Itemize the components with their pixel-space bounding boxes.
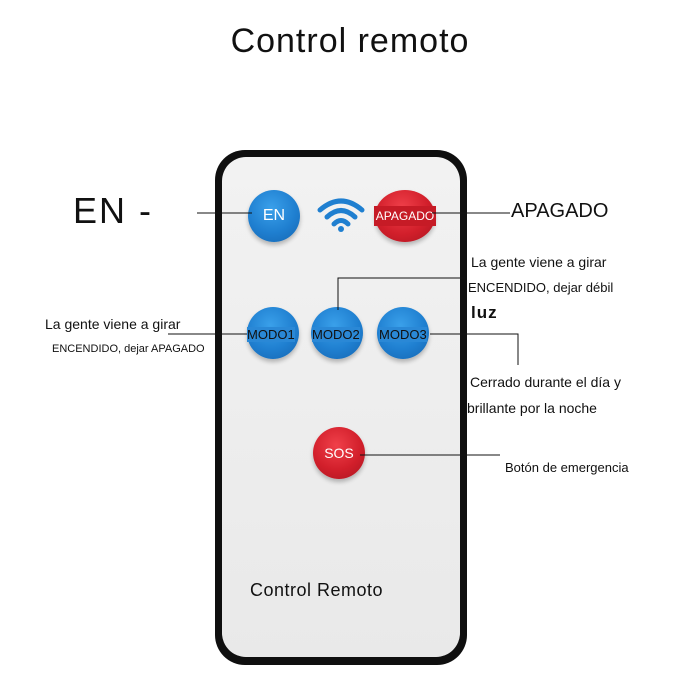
modo2-description-line3: luz	[471, 303, 498, 322]
modo2-description-line2: ENCENDIDO, dejar débil	[468, 280, 614, 295]
modo2-line	[337, 277, 465, 310]
modo1-button-label: MODO1	[247, 327, 295, 342]
wifi-icon	[316, 196, 366, 236]
page-title: Control remoto	[230, 22, 470, 60]
modo2-description-line1: La gente viene a girar	[471, 254, 607, 270]
modo1-description-line2: ENCENDIDO, dejar APAGADO	[52, 343, 205, 355]
sos-button[interactable]: SOS	[313, 427, 365, 479]
sos-description: Botón de emergencia	[505, 460, 629, 475]
apagado-button-label: APAGADO	[373, 206, 437, 226]
remote-face	[222, 157, 460, 657]
modo3-description-line2: brillante por la noche	[467, 400, 597, 416]
modo3-line	[430, 333, 519, 365]
sos-button-label: SOS	[324, 445, 354, 461]
apagado-button[interactable]: APAGADO	[373, 190, 437, 242]
modo3-description-line1: Cerrado durante el día y	[470, 374, 621, 390]
apagado-annotation: APAGADO	[511, 200, 609, 222]
en-button[interactable]: EN	[248, 190, 300, 242]
modo1-description-line1: La gente viene a girar	[45, 316, 181, 332]
en-annotation: EN -	[73, 190, 153, 231]
remote-footer-label: Control Remoto	[250, 580, 384, 600]
modo2-button-label: MODO2	[312, 327, 360, 342]
en-button-label: EN	[262, 207, 286, 224]
modo3-button-label: MODO3	[379, 327, 427, 342]
